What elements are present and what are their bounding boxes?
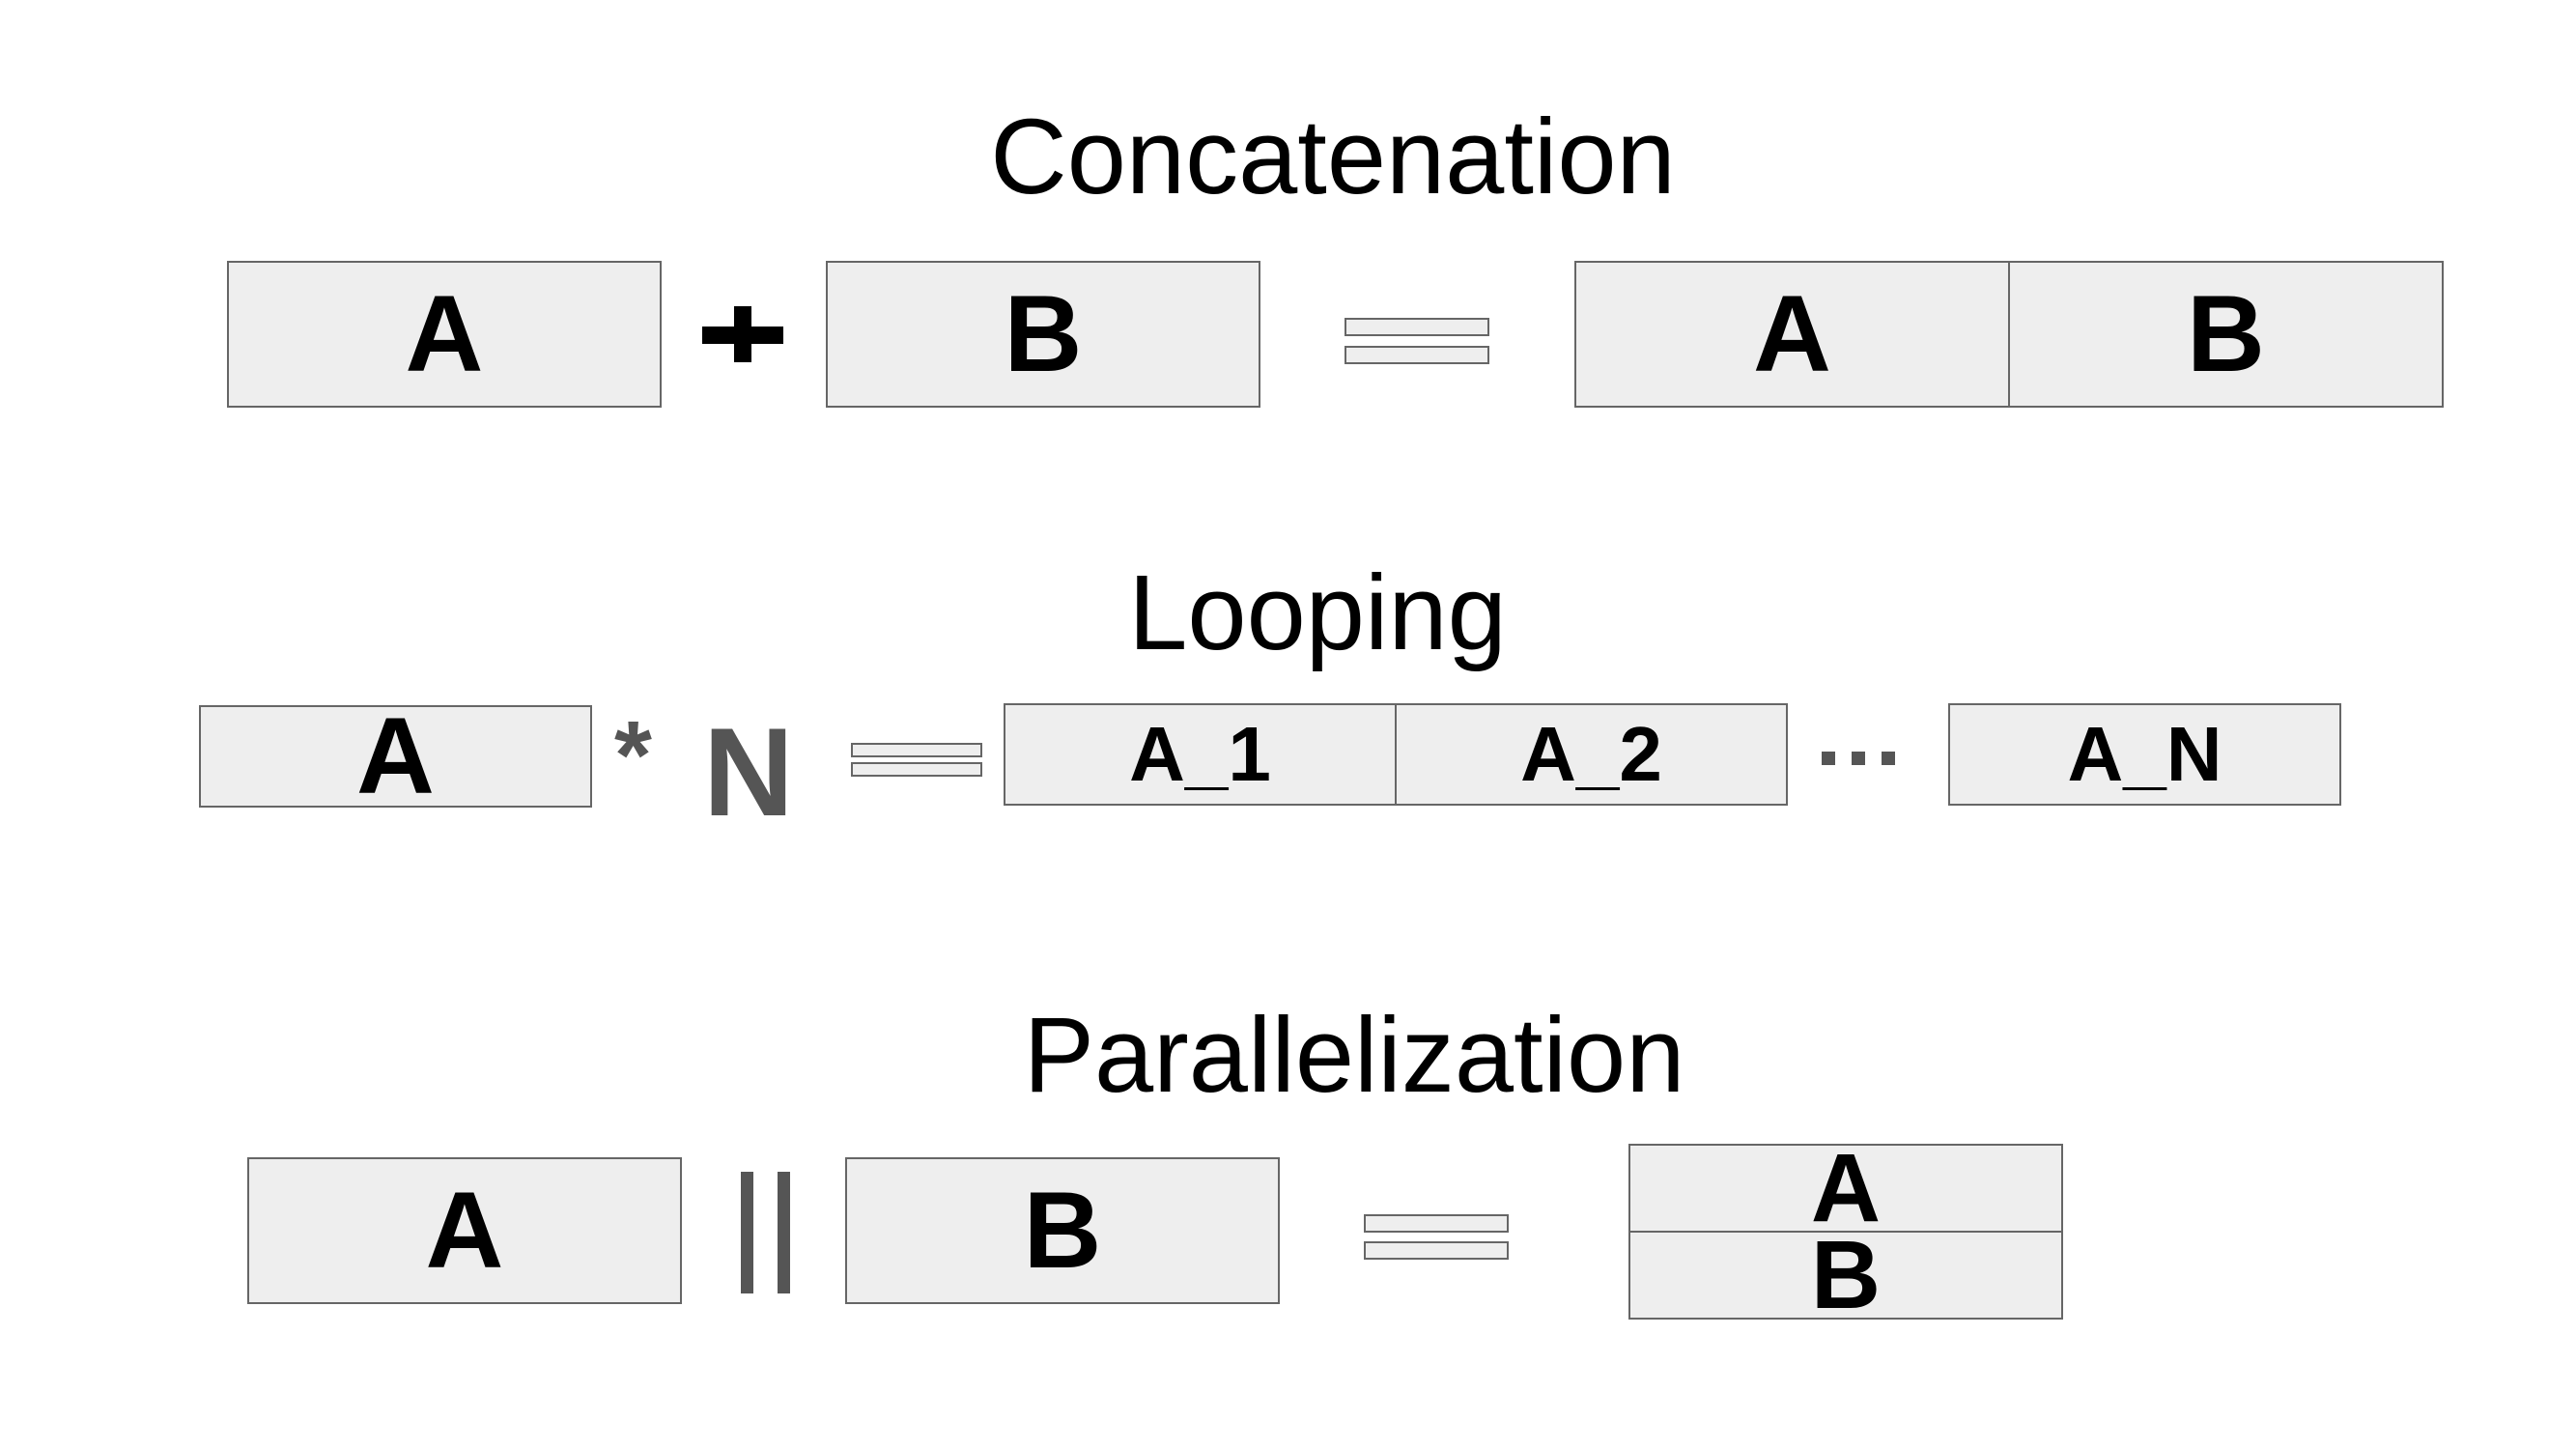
asterisk-icon: * bbox=[614, 701, 652, 810]
concatenation-title: Concatenation bbox=[990, 98, 1676, 216]
loop-result-a2: A_2 bbox=[1395, 703, 1788, 806]
loop-result-a1: A_1 bbox=[1004, 703, 1397, 806]
parallelization-title: Parallelization bbox=[1023, 996, 1685, 1115]
concat-result-b: B bbox=[2008, 261, 2444, 408]
parallel-result-b: B bbox=[1628, 1227, 2063, 1323]
parallel-box-b: B bbox=[845, 1157, 1280, 1304]
concat-box-b: B bbox=[826, 261, 1260, 408]
plus-icon bbox=[702, 306, 783, 362]
looping-title: Looping bbox=[1128, 554, 1507, 672]
parallel-box-a: A bbox=[247, 1157, 682, 1304]
loop-result-an: A_N bbox=[1948, 703, 2341, 806]
loop-box-a: A bbox=[199, 702, 592, 810]
concat-box-a: A bbox=[227, 261, 662, 408]
count-label: N bbox=[703, 701, 794, 842]
parallel-result-a: A bbox=[1628, 1140, 2063, 1236]
concat-result-a: A bbox=[1574, 261, 2010, 408]
